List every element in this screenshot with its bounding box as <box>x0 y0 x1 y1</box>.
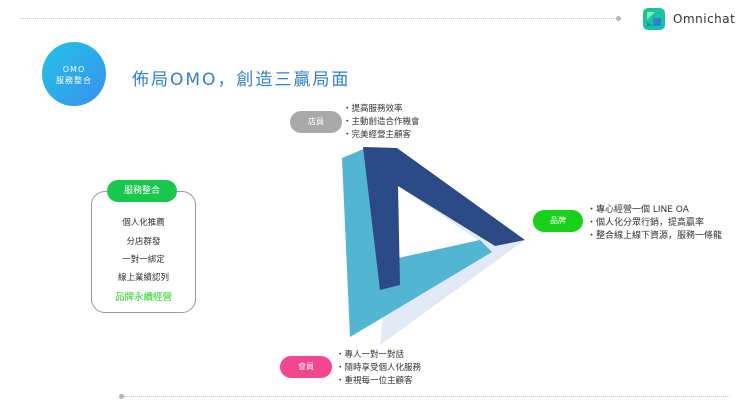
page-title: 佈局OMO，創造三贏局面 <box>132 70 351 90</box>
store-bullet: ・提高服務效率 <box>343 104 403 114</box>
omo-badge-line2: 服務整合 <box>56 76 92 85</box>
omo-badge: OMO 服務整合 <box>42 42 106 106</box>
store-bullet: ・主動創造合作機會 <box>343 117 420 127</box>
brand-bullet: ・專心經營一個 LINE OA <box>587 205 689 215</box>
header-divider-dot <box>616 16 621 21</box>
omnichat-logo-icon <box>643 8 665 30</box>
store-pill: 店員 <box>290 111 342 133</box>
service-item: 個人化推薦 <box>122 218 165 228</box>
member-bullet: ・隨時享受個人化服務 <box>336 363 422 373</box>
service-item: 一對一綁定 <box>122 255 165 265</box>
service-item-highlight: 品牌永續經營 <box>114 292 172 303</box>
member-pill: 會員 <box>280 356 332 378</box>
member-bullet: ・重視每一位主顧客 <box>336 376 413 386</box>
brand-bullet: ・整合線上線下資源，服務一條龍 <box>587 231 723 241</box>
brand-bullet: ・個人化分眾行銷，提高贏率 <box>587 218 705 228</box>
header-divider <box>20 18 616 19</box>
service-item: 分店群發 <box>126 237 161 247</box>
brand-pill: 品牌 <box>533 210 583 232</box>
omo-badge-line1: OMO <box>62 65 86 74</box>
footer-divider-dot <box>119 394 124 399</box>
brand-name: Omnichat <box>673 12 736 26</box>
service-box-title: 服務整合 <box>107 180 177 202</box>
triangle-cyan-face <box>342 148 492 337</box>
service-item: 線上業績認列 <box>117 273 169 283</box>
store-bullet: ・完美經營主顧客 <box>343 130 412 140</box>
triangle-dark-face <box>363 147 525 290</box>
member-bullet: ・專人一對一對話 <box>336 350 405 360</box>
footer-divider <box>124 396 730 397</box>
